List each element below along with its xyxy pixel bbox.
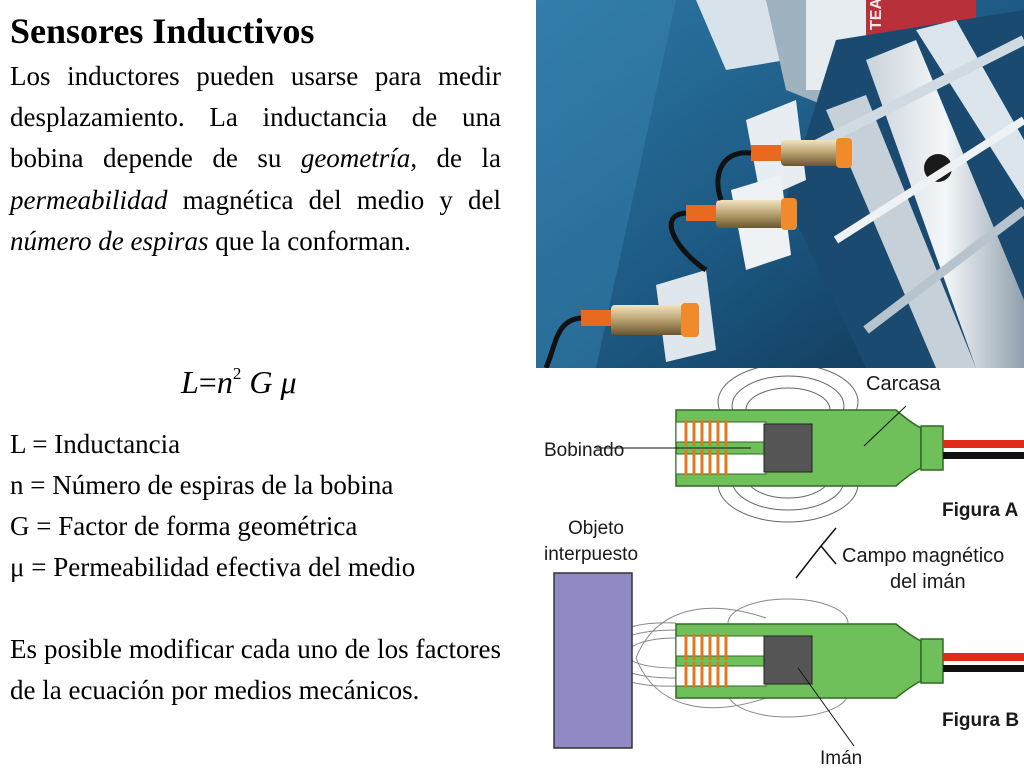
inductance-formula: L=n2 G μ	[181, 354, 297, 402]
term-numero-espiras: número de espiras	[10, 225, 209, 256]
definition-n: n = Número de espiras de la bobina	[10, 470, 394, 500]
label-campo-line1: Campo magnético	[842, 545, 1004, 567]
sensor-figure-a	[596, 363, 1024, 523]
sensor-diagram: Carcasa Bobinado Figura A Objeto interpu…	[536, 363, 1024, 769]
sensors-photo: TEA	[536, 0, 1024, 368]
intro-paragraph: Los inductores pueden usarse para medir …	[10, 56, 501, 262]
label-carcasa: Carcasa	[866, 373, 941, 395]
formula-mu: μ	[280, 364, 297, 400]
term-permeabilidad: permeabilidad	[10, 184, 168, 215]
label-objeto-line2: interpuesto	[544, 544, 638, 565]
outro-paragraph: Es posible modificar cada uno de los fac…	[10, 634, 501, 706]
definition-l: L = Inductancia	[10, 429, 181, 459]
formula-exponent: 2	[232, 364, 242, 383]
definitions-list: L = Inductancia n = Número de espiras de…	[10, 424, 510, 588]
page-title: Sensores Inductivos	[10, 11, 315, 51]
intro-text-4: que la conforman.	[208, 225, 411, 256]
intro-text-1: Los inductores pueden usarse para medir …	[10, 61, 501, 174]
svg-text:TEA: TEA	[868, 0, 885, 30]
label-objeto-line1: Objeto	[568, 518, 624, 539]
definition-mu: μ = Permeabilidad efectiva del medio	[10, 552, 416, 582]
term-geometria: geometría	[300, 143, 411, 174]
intro-text-3: magnética del medio y del	[167, 184, 501, 215]
label-bobinado: Bobinado	[544, 440, 624, 461]
definition-g: G = Factor de forma geométrica	[10, 511, 358, 541]
label-campo-line2: del imán	[890, 571, 966, 593]
formula-equals: =	[198, 364, 217, 400]
sensor-figure-b	[553, 572, 1024, 749]
label-figura-a: Figura A	[942, 500, 1019, 521]
label-iman: Imán	[820, 748, 862, 768]
formula-lhs: L	[181, 364, 199, 400]
label-figura-b: Figura B	[942, 710, 1019, 731]
formula-g: G	[249, 364, 273, 400]
sensors-photo-image: TEA	[536, 0, 1024, 368]
intro-text-2: , de la	[410, 143, 501, 174]
formula-n: n	[216, 364, 233, 400]
